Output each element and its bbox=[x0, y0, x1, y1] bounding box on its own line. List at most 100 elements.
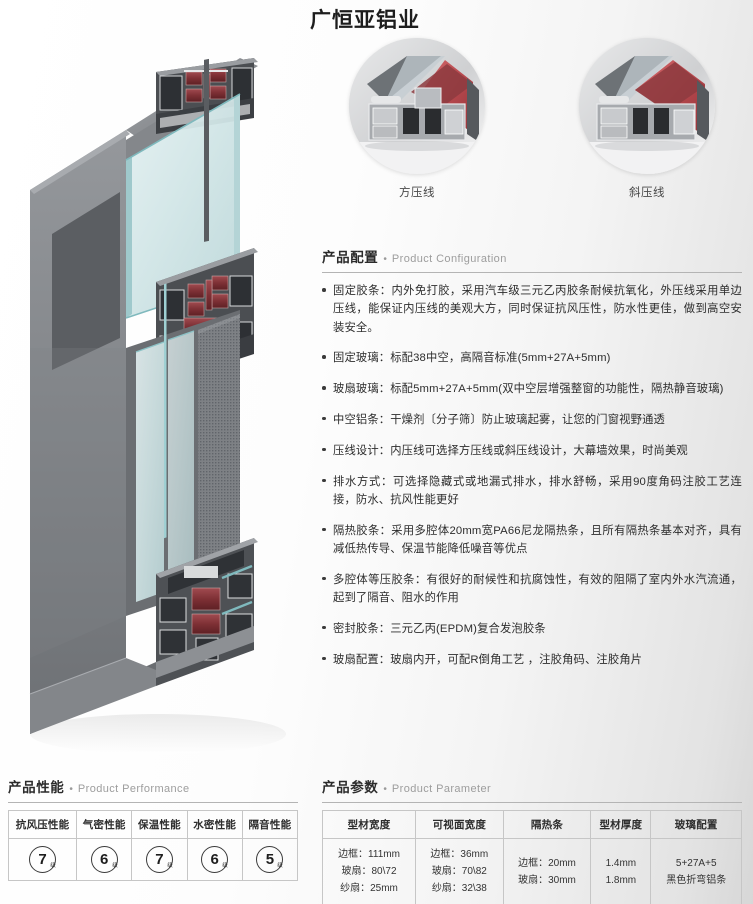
column-header: 可视面宽度 bbox=[415, 810, 504, 839]
section-title-en: Product Performance bbox=[77, 783, 190, 795]
column-header: 抗风压性能 bbox=[7, 810, 78, 839]
section-title-cn: 产品参数 bbox=[322, 780, 379, 795]
list-item: 中空铝条：干燥剂〔分子筛〕防止玻璃起雾，让您的门窗视野通透 bbox=[322, 411, 742, 429]
section-header-parameter: 产品参数 • Product Parameter bbox=[322, 776, 742, 803]
configuration-list: 固定胶条：内外免打胶，采用汽车级三元乙丙胶条耐候抗氧化，外压线采用单边压线，能保… bbox=[322, 282, 742, 681]
grade-number: 7 bbox=[38, 851, 47, 868]
detail-caption: 斜压线 bbox=[629, 187, 665, 199]
status-badge: 7 级 bbox=[145, 846, 173, 873]
grade-number: 7 bbox=[155, 851, 164, 868]
grade-unit: 级 bbox=[277, 863, 284, 869]
column-header: 保温性能 bbox=[131, 810, 188, 839]
parameter-section: 产品参数 • Product Parameter 型材宽度 可视面宽度 隔热条 … bbox=[322, 776, 742, 904]
page-title: 广恒亚铝业 bbox=[310, 9, 420, 32]
status-badge: 7 级 bbox=[29, 846, 57, 873]
grade-unit: 级 bbox=[111, 863, 118, 869]
section-title-en: Product Configuration bbox=[391, 253, 507, 265]
grade-cell: 7 级 bbox=[7, 838, 78, 881]
grade-unit: 级 bbox=[50, 863, 56, 869]
grade-cell: 6 级 bbox=[186, 838, 243, 881]
section-separator-dot: • bbox=[383, 254, 387, 265]
configuration-item-text: 密封胶条：三元乙丙(EPDM)复合发泡胶条 bbox=[333, 622, 546, 635]
section-divider bbox=[322, 802, 742, 803]
grade-cell: 6 级 bbox=[76, 838, 133, 881]
bullet-dot-icon bbox=[322, 411, 333, 429]
cell-line: 1.4mm bbox=[605, 857, 637, 869]
square-bead-svg bbox=[349, 38, 485, 174]
status-badge: 6 级 bbox=[201, 846, 229, 873]
list-item: 玻扇玻璃：标配5mm+27A+5mm(双中空层增强整窗的功能性，隔热静音玻璃) bbox=[322, 380, 742, 398]
table-header-row: 型材宽度 可视面宽度 隔热条 型材厚度 玻璃配置 bbox=[322, 810, 742, 839]
bullet-dot-icon bbox=[322, 473, 333, 510]
detail-item-angled-bead: 斜压线 bbox=[572, 38, 722, 200]
section-header-performance: 产品性能 • Product Performance bbox=[8, 776, 298, 803]
list-item: 固定胶条：内外免打胶，采用汽车级三元乙丙胶条耐候抗氧化，外压线采用单边压线，能保… bbox=[322, 282, 742, 337]
cell-line: 黑色折弯铝条 bbox=[666, 874, 727, 886]
parameter-cell-profile-thickness: 1.4mm 1.8mm bbox=[590, 838, 652, 904]
configuration-item-text: 压线设计：内压线可选择方压线或斜压线设计，大幕墙效果，时尚美观 bbox=[333, 444, 688, 457]
column-header: 隔热条 bbox=[502, 810, 592, 839]
performance-table: 抗风压性能 气密性能 保温性能 水密性能 隔音性能 7 级 bbox=[7, 810, 299, 881]
configuration-item-text: 固定玻璃：标配38中空，高隔音标准(5mm+27A+5mm) bbox=[333, 352, 611, 365]
glazing-bead-detail-row: 方压线 bbox=[330, 38, 740, 213]
grade-cell: 5 级 bbox=[241, 838, 299, 881]
configuration-item-text: 玻扇玻璃：标配5mm+27A+5mm(双中空层增强整窗的功能性，隔热静音玻璃) bbox=[333, 383, 724, 396]
list-item: 压线设计：内压线可选择方压线或斜压线设计，大幕墙效果，时尚美观 bbox=[322, 442, 742, 460]
table-row: 7 级 6 级 7 级 bbox=[7, 838, 299, 881]
cell-line: 边框：36mm bbox=[430, 849, 489, 860]
column-header: 隔音性能 bbox=[241, 810, 299, 839]
angled-bead-svg bbox=[579, 38, 715, 174]
configuration-item-text: 隔热胶条：采用多腔体20mm宽PA66尼龙隔热条，且所有隔热条基本对齐，具有减低… bbox=[333, 524, 742, 555]
cell-line: 边框：111mm bbox=[338, 849, 400, 860]
square-glazing-bead-photo bbox=[349, 38, 485, 174]
column-header: 型材宽度 bbox=[322, 810, 416, 839]
section-separator-dot: • bbox=[383, 784, 387, 795]
configuration-item-text: 多腔体等压胶条：有很好的耐候性和抗腐蚀性，有效的阻隔了室内外水汽流通，起到了隔音… bbox=[333, 573, 742, 605]
configuration-item-text: 固定胶条：内外免打胶，采用汽车级三元乙丙胶条耐候抗氧化，外压线采用单边压线，能保… bbox=[333, 285, 742, 334]
column-header: 气密性能 bbox=[76, 810, 133, 839]
parameter-cell-glass-config: 5+27A+5 黑色折弯铝条 bbox=[650, 838, 742, 904]
column-header: 型材厚度 bbox=[590, 810, 652, 839]
parameter-cell-profile-width: 边框：111mm 玻扇：80\72 纱扇：25mm bbox=[322, 838, 416, 904]
list-item: 玻扇配置：玻扇内开，可配R倒角工艺 ，注胶角码、注胶角片 bbox=[322, 651, 742, 669]
grade-number: 6 bbox=[100, 851, 109, 868]
bullet-dot-icon bbox=[322, 349, 333, 367]
cell-line: 1.8mm bbox=[605, 874, 637, 886]
grade-number: 6 bbox=[210, 851, 219, 868]
detail-caption: 方压线 bbox=[399, 187, 435, 199]
list-item: 固定玻璃：标配38中空，高隔音标准(5mm+27A+5mm) bbox=[322, 349, 742, 367]
column-header: 玻璃配置 bbox=[650, 810, 742, 839]
cell-line: 玻扇：30mm bbox=[518, 874, 576, 886]
cell-line: 边框：20mm bbox=[518, 857, 576, 869]
cell-line: 纱扇：25mm bbox=[340, 883, 398, 895]
parameter-table: 型材宽度 可视面宽度 隔热条 型材厚度 玻璃配置 边框：111mm 玻扇：80\… bbox=[322, 810, 742, 904]
bullet-dot-icon bbox=[322, 522, 333, 559]
parameter-cell-visible-width: 边框：36mm 玻扇：70\82 纱扇：32\38 bbox=[415, 838, 504, 904]
angled-glazing-bead-photo bbox=[579, 38, 715, 174]
bullet-dot-icon bbox=[322, 380, 333, 398]
configuration-item-text: 玻扇配置：玻扇内开，可配R倒角工艺 ，注胶角码、注胶角片 bbox=[333, 653, 643, 666]
cell-line: 5+27A+5 bbox=[675, 857, 717, 869]
cell-line: 纱扇：32\38 bbox=[431, 883, 487, 895]
cell-line: 玻扇：80\72 bbox=[341, 866, 397, 878]
bullet-dot-icon bbox=[322, 620, 333, 638]
grade-unit: 级 bbox=[222, 863, 228, 869]
status-badge: 6 级 bbox=[90, 846, 118, 873]
section-divider bbox=[322, 272, 742, 273]
column-header: 水密性能 bbox=[186, 810, 243, 839]
detail-item-square-bead: 方压线 bbox=[342, 38, 492, 200]
list-item: 排水方式：可选择隐藏式或地漏式排水，排水舒畅，采用90度角码注胶工艺连接，防水、… bbox=[322, 473, 742, 510]
grade-cell: 7 级 bbox=[131, 838, 188, 881]
section-header-configuration: 产品配置 • Product Configuration bbox=[322, 246, 742, 273]
window-profile-cutaway-image bbox=[8, 18, 308, 770]
table-header-row: 抗风压性能 气密性能 保温性能 水密性能 隔音性能 bbox=[7, 810, 299, 839]
parameter-cell-thermal-break: 边框：20mm 玻扇：30mm bbox=[502, 838, 592, 904]
list-item: 多腔体等压胶条：有很好的耐候性和抗腐蚀性，有效的阻隔了室内外水汽流通，起到了隔音… bbox=[322, 571, 742, 608]
status-badge: 5 级 bbox=[256, 846, 284, 873]
section-title-en: Product Parameter bbox=[391, 783, 492, 795]
grade-unit: 级 bbox=[167, 863, 173, 869]
section-title-cn: 产品性能 bbox=[8, 780, 65, 795]
bullet-dot-icon bbox=[322, 442, 333, 460]
bullet-dot-icon bbox=[322, 571, 333, 608]
